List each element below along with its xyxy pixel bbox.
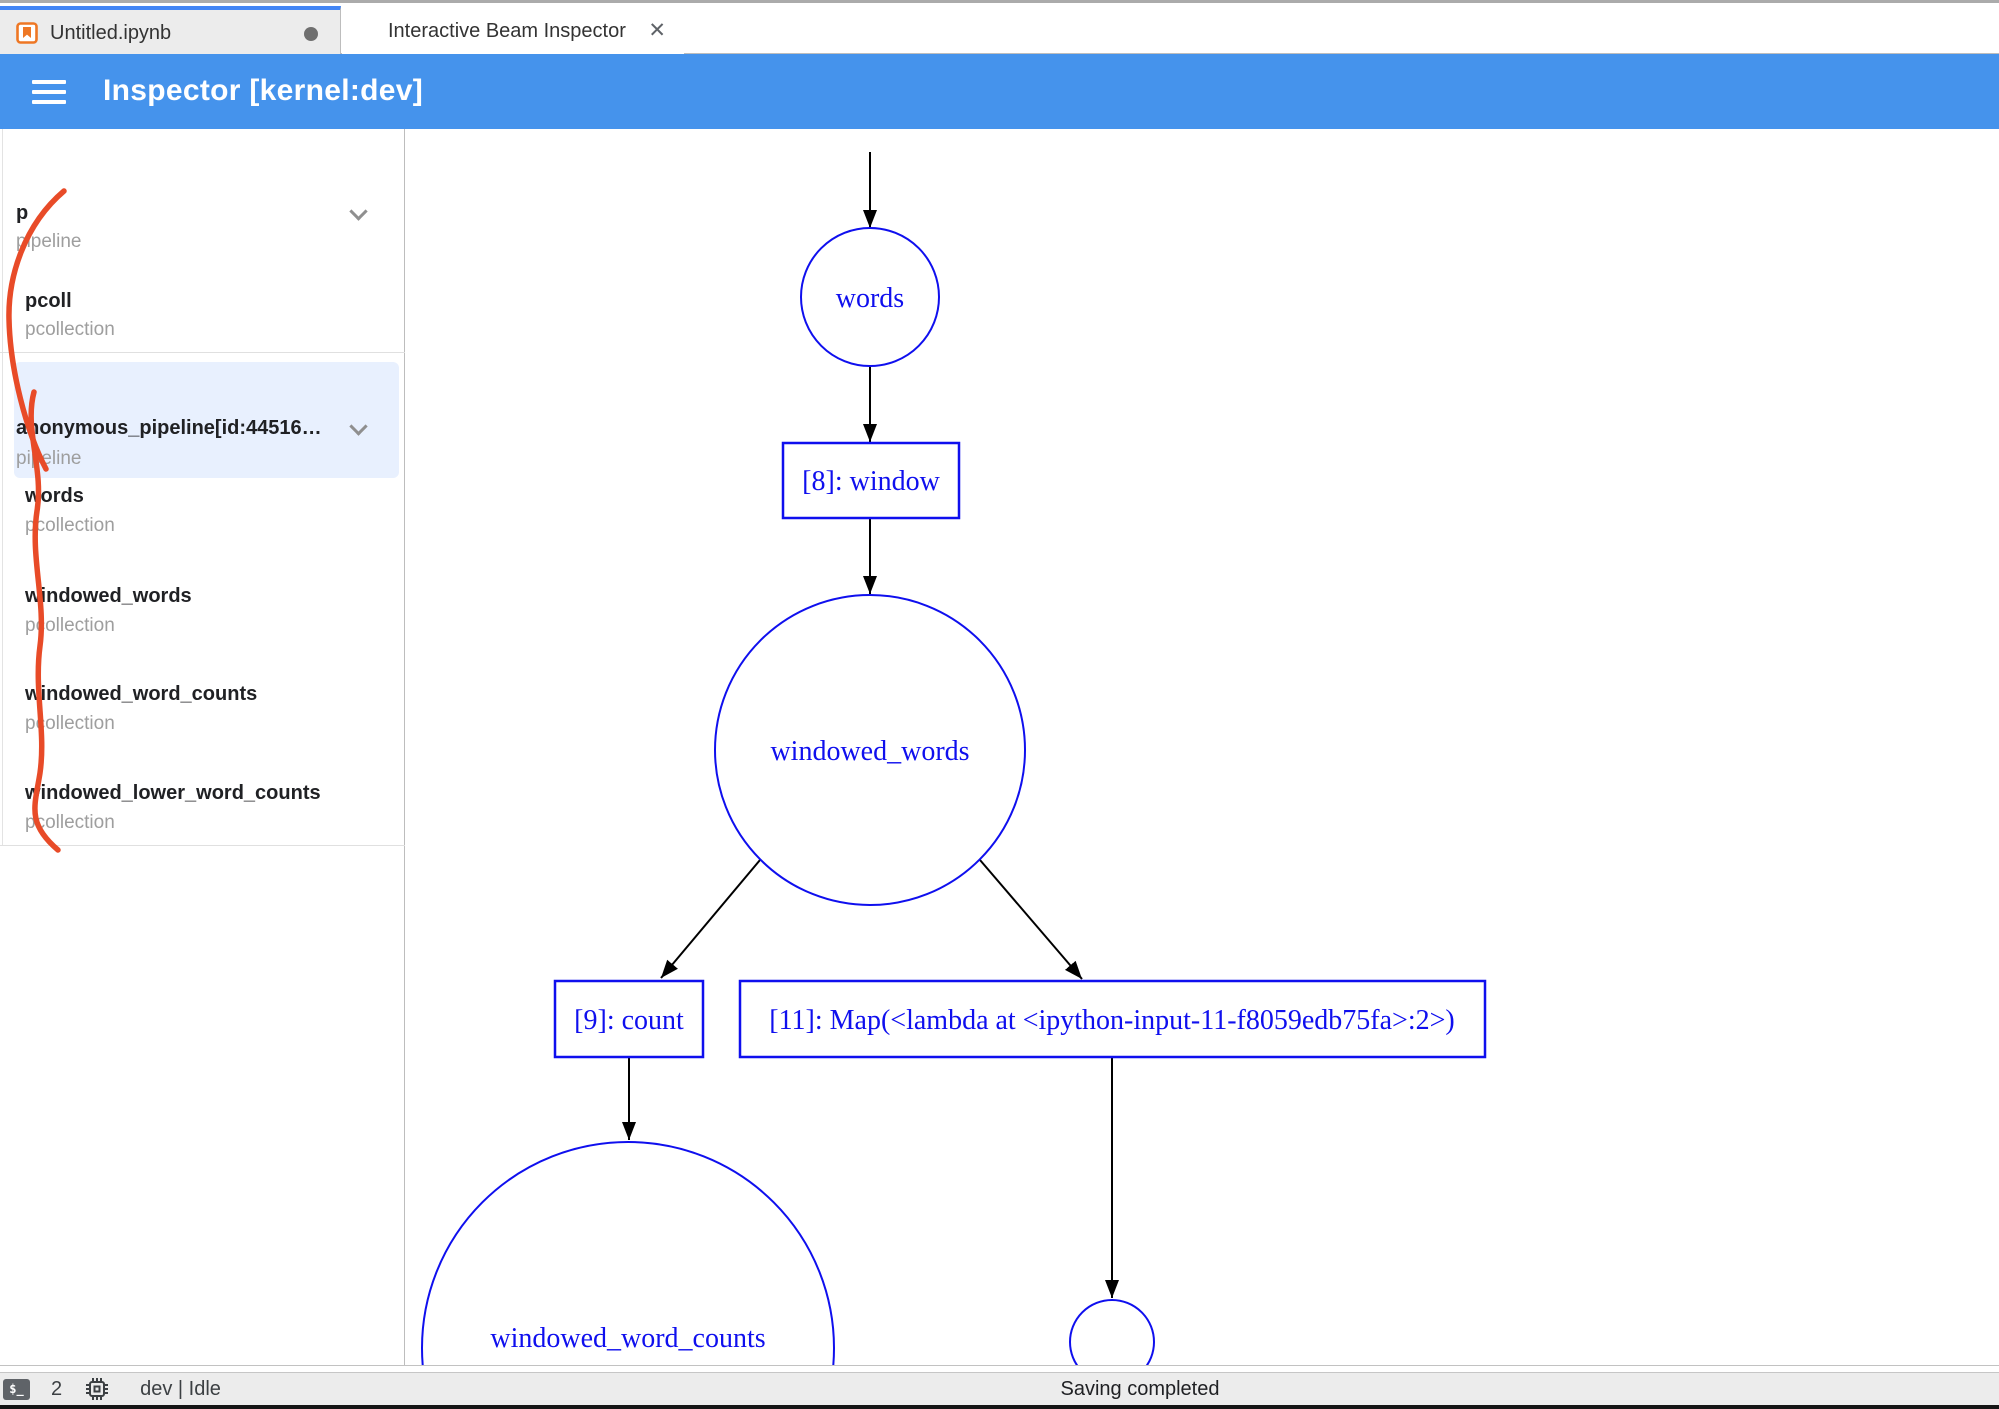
pipeline-graph-canvas: words [8]: window windowed_words [9]: co… [406, 129, 1999, 1365]
edge-windowed-words-to-count [660, 859, 761, 979]
sidebar-item-pcoll[interactable]: pcoll [25, 290, 72, 312]
item-type-label: pcollection [25, 615, 115, 636]
node-windowed-word-counts-label: windowed_word_counts [490, 1323, 765, 1354]
notebook-icon [16, 22, 38, 44]
node-window-label: [8]: window [802, 466, 940, 497]
sidebar-item-windowed-lower-word-counts[interactable]: windowed_lower_word_counts [25, 782, 321, 804]
kernel-count[interactable]: 2 [51, 1377, 63, 1400]
tab-bar: Untitled.ipynb Interactive Beam Inspecto… [0, 0, 1999, 57]
tab-beam-inspector[interactable]: Interactive Beam Inspector ✕ [342, 6, 684, 57]
sidebar-divider [0, 845, 405, 846]
unsaved-changes-dot [304, 27, 318, 41]
page-title: Inspector [kernel:dev] [103, 74, 424, 107]
node-words-circle[interactable] [800, 227, 940, 367]
node-map-label: [11]: Map(<lambda at <ipython-input-11-f… [769, 1005, 1454, 1036]
item-type-label: pcollection [25, 713, 115, 734]
sidebar-item-windowed-word-counts[interactable]: windowed_word_counts [25, 683, 258, 705]
sidebar-item-anonymous-pipeline[interactable]: anonymous_pipeline[id:44516… [16, 417, 322, 439]
node-count-label: [9]: count [574, 1005, 684, 1036]
edge-windowed-words-to-map [979, 859, 1083, 980]
sidebar-item-pipeline-p[interactable]: p [16, 202, 29, 224]
kernel-chip-icon[interactable] [84, 1376, 110, 1402]
item-type-label: pipeline [16, 231, 82, 252]
save-status-message: Saving completed [1060, 1377, 1220, 1400]
node-windowed-words-label: windowed_words [770, 736, 969, 767]
sidebar-divider [0, 352, 405, 353]
sidebar-item-words[interactable]: words [25, 485, 84, 507]
status-bar: $_ 2 dev | Idle Saving completed [0, 1372, 1999, 1405]
selected-item-highlight [14, 362, 399, 478]
window-bottom-edge [0, 1405, 1999, 1409]
hamburger-menu-icon[interactable] [32, 80, 66, 104]
tab-label: Interactive Beam Inspector [388, 20, 626, 42]
inspector-app-bar: Inspector [kernel:dev] [0, 54, 1999, 129]
pipeline-dag: words [8]: window windowed_words [9]: co… [421, 152, 1487, 1365]
node-windowed-word-counts-circle[interactable] [421, 1141, 835, 1365]
node-map-rect[interactable] [738, 979, 1487, 1059]
close-icon[interactable]: ✕ [648, 19, 666, 42]
kernel-status-label[interactable]: dev | Idle [140, 1377, 221, 1400]
node-windowed-words-circle[interactable] [714, 594, 1026, 906]
red-annotation-strokes [6, 188, 67, 853]
chevron-down-icon[interactable] [349, 202, 368, 221]
item-type-label: pcollection [25, 812, 115, 833]
item-type-label: pcollection [25, 515, 115, 536]
pipeline-sidebar: p pipeline pcoll pcollection anonymous_p… [0, 129, 405, 1366]
sidebar-card-edge [2, 129, 3, 845]
tab-label: Untitled.ipynb [50, 21, 172, 44]
content-bottom-border [0, 1365, 1999, 1366]
node-words-label: words [836, 283, 904, 314]
terminal-icon[interactable]: $_ [3, 1378, 30, 1400]
tab-untitled-notebook[interactable]: Untitled.ipynb [0, 6, 341, 56]
item-type-label: pipeline [16, 448, 82, 469]
node-result-circle[interactable] [1069, 1299, 1155, 1365]
sidebar-item-windowed-words[interactable]: windowed_words [25, 585, 192, 607]
item-type-label: pcollection [25, 319, 115, 340]
node-window-rect[interactable] [781, 441, 961, 520]
node-count-rect[interactable] [553, 979, 705, 1059]
